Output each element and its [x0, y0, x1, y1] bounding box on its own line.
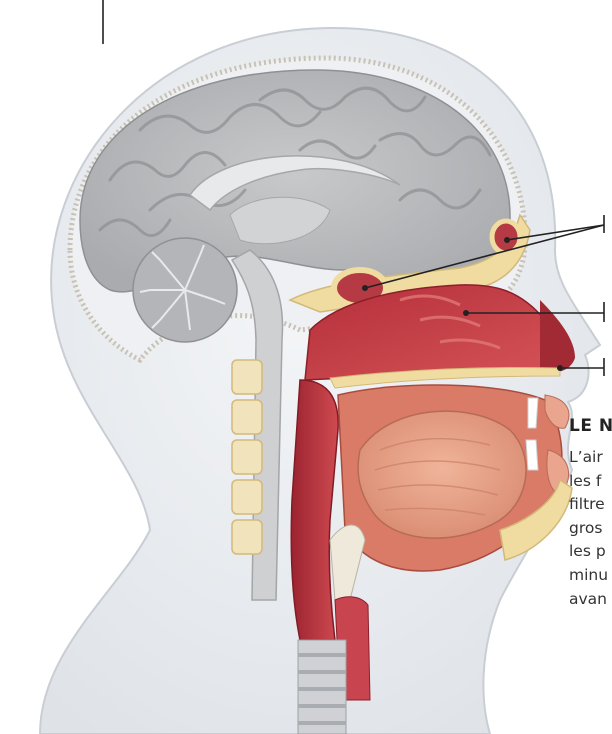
caption-title: LE N — [569, 416, 612, 436]
lower-incisor — [526, 440, 538, 470]
tongue — [358, 411, 526, 538]
caption-line-3: filtre — [569, 493, 612, 517]
caption-line-7: avan — [569, 588, 612, 612]
caption-line-4: gros — [569, 517, 612, 541]
trachea — [298, 640, 346, 734]
upper-incisor — [528, 398, 538, 428]
cervical-vertebrae — [232, 360, 262, 554]
caption-line-1: L’air — [569, 446, 612, 470]
caption-line-6: minu — [569, 564, 612, 588]
caption-line-5: les p — [569, 540, 612, 564]
caption-line-2: les f — [569, 470, 612, 494]
caption-text-block: LE N L’air les f filtre gros les p minu … — [569, 416, 612, 611]
pharynx — [291, 380, 338, 640]
